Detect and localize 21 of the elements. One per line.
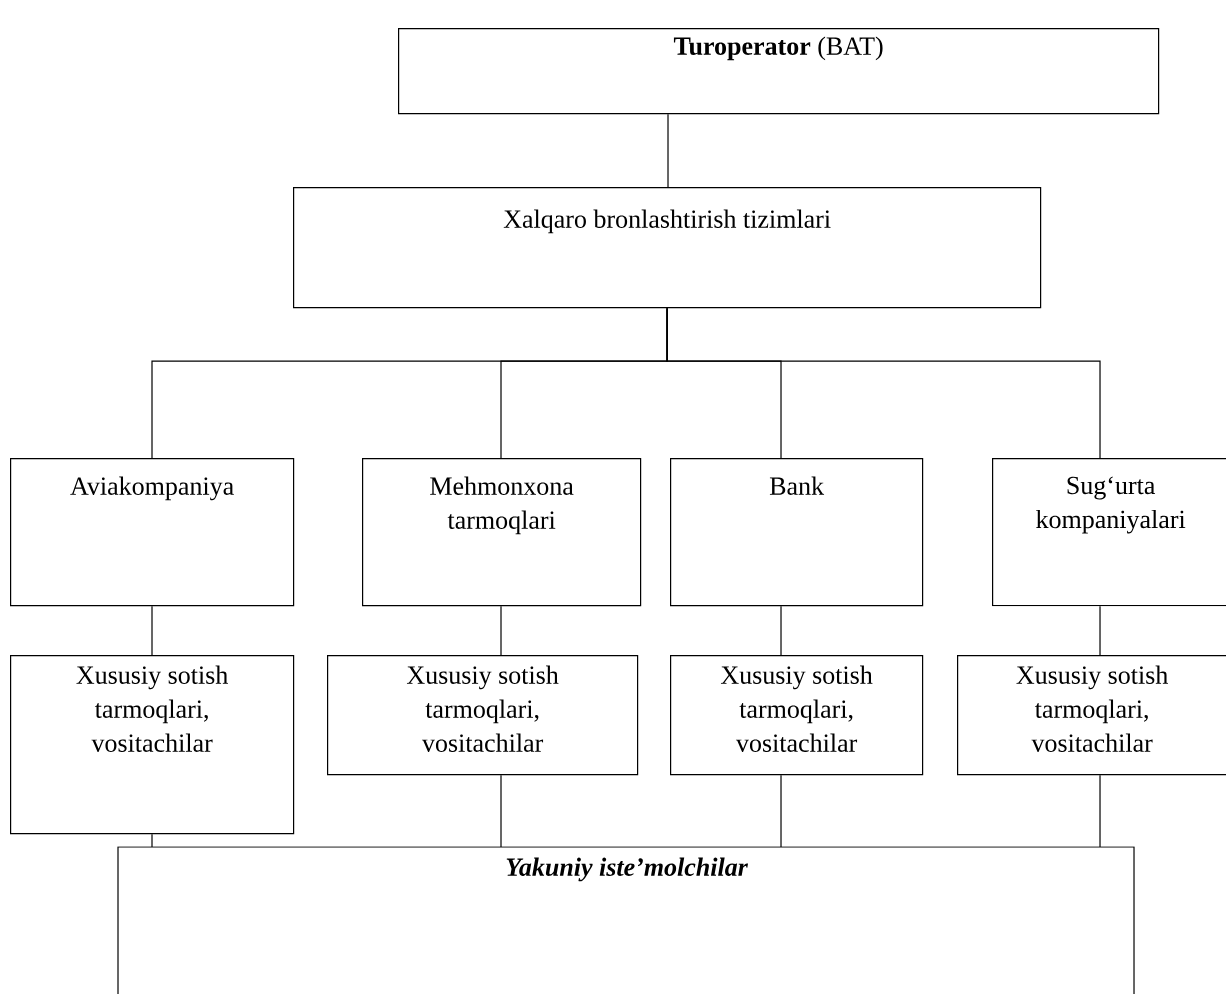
process-box: Xususiy sotish tarmoqlari, vositachilar	[327, 655, 639, 776]
process-box: Turoperator (BAT)	[398, 28, 1160, 115]
process-box: Xalqaro bronlashtirish tizimlari	[293, 187, 1042, 309]
process-box: Mehmonxona tarmoqlari	[362, 458, 642, 607]
connector-line	[151, 605, 153, 656]
connector-line	[1099, 774, 1101, 848]
connector-line	[780, 774, 782, 848]
connector-line	[780, 605, 782, 656]
connector-line	[500, 605, 502, 656]
consumer-box: Yakuniy iste’molchilar	[117, 846, 1135, 994]
connector-line	[500, 774, 502, 848]
process-box: Aviakompaniya	[10, 458, 295, 607]
connector-line	[666, 307, 1101, 459]
connector-line	[151, 833, 153, 848]
process-box: Xususiy sotish tarmoqlari, vositachilar	[670, 655, 924, 776]
connector-line	[1099, 605, 1101, 656]
connector-line	[667, 113, 669, 188]
process-box: Xususiy sotish tarmoqlari, vositachilar	[10, 655, 295, 835]
process-box: Xususiy sotish tarmoqlari, vositachilar	[957, 655, 1226, 776]
process-box: Bank	[670, 458, 924, 607]
process-box: Sug‘urta kompaniyalari	[992, 458, 1226, 607]
